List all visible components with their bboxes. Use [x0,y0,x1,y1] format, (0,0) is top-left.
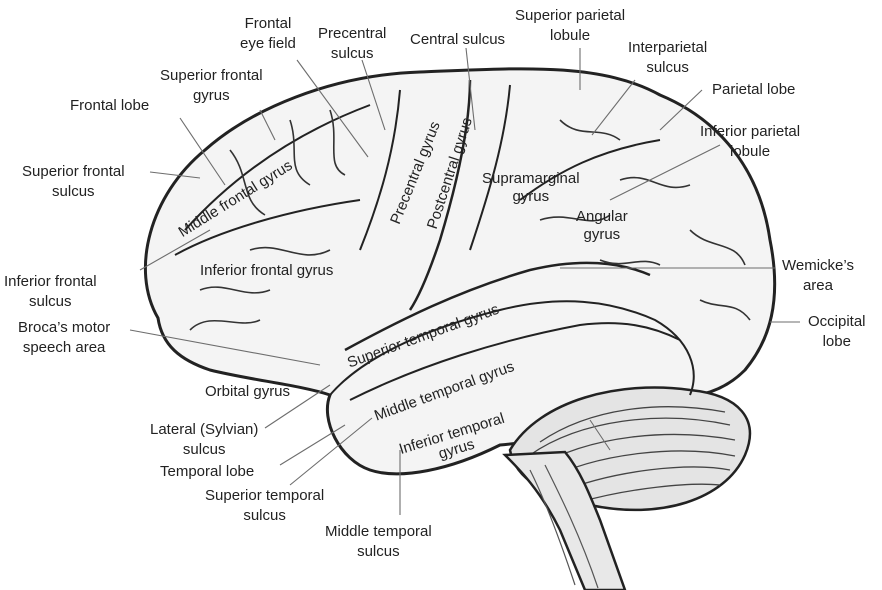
label-inferior-frontal-gyrus: Inferior frontal gyrus [200,262,333,279]
label-superior-frontal-gyrus: Superior frontalgyrus [160,66,263,106]
label-lateral-sulcus: Lateral (Sylvian)sulcus [150,420,258,460]
label-superior-frontal-sulcus: Superior frontalsulcus [22,162,125,202]
label-middle-temporal-sulcus: Middle temporalsulcus [325,522,432,562]
label-parietal-lobe: Parietal lobe [712,80,795,100]
label-superior-parietal-lobule: Superior parietallobule [515,6,625,46]
label-precentral-sulcus: Precentralsulcus [318,24,386,64]
label-supramarginal-gyrus: Supramarginalgyrus [482,170,580,206]
label-orbital-gyrus: Orbital gyrus [205,383,290,400]
label-wernickes-area: Wemicke’sarea [782,256,854,296]
label-temporal-lobe: Temporal lobe [160,462,254,482]
label-superior-temporal-sulcus: Superior temporalsulcus [205,486,324,526]
label-frontal-lobe: Frontal lobe [70,96,149,116]
label-occipital-lobe: Occipitallobe [808,312,866,352]
label-angular-gyrus: Angulargyrus [576,208,628,244]
label-frontal-eye-field: Frontaleye field [240,14,296,54]
label-central-sulcus: Central sulcus [410,30,505,50]
label-interparietal-sulcus: Interparietalsulcus [628,38,707,78]
label-inferior-frontal-sulcus: Inferior frontalsulcus [4,272,97,312]
label-brocas-area: Broca’s motorspeech area [18,318,110,358]
label-inferior-parietal-lobule: Inferior parietallobule [700,122,800,162]
